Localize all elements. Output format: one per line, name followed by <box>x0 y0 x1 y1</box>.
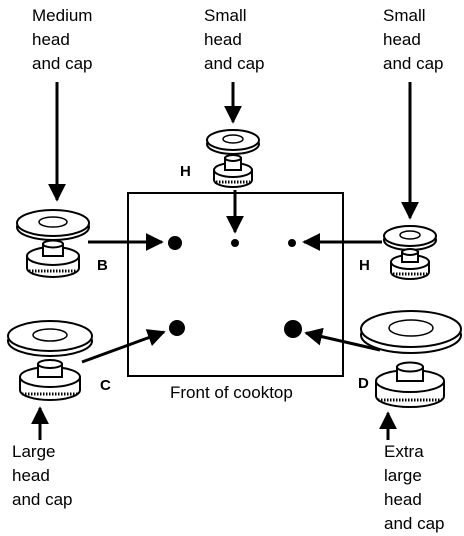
arrow-d-to-burner <box>304 327 381 352</box>
burner-letter-h-right: H <box>359 257 370 274</box>
burner-c-dot <box>169 320 185 336</box>
burner-letter-d: D <box>358 375 369 392</box>
small-cap-right <box>383 225 437 251</box>
label-small-head-and-cap-right: Small head and cap <box>383 6 444 73</box>
label-medium-head-and-cap: Medium head and cap <box>32 6 93 73</box>
burner-letter-h-top: H <box>180 163 191 180</box>
small-head-right <box>390 248 430 280</box>
burner-d-dot <box>284 320 302 338</box>
label-small-head-and-cap-top: Small head and cap <box>204 6 265 73</box>
label-extra-large-head-and-cap: Extra large head and cap <box>384 442 445 533</box>
arrow-c-to-burner <box>81 329 166 364</box>
small-cap-top <box>206 129 260 155</box>
burner-b-dot <box>168 236 182 250</box>
medium-head <box>26 239 80 278</box>
burner-h-top-dot <box>231 239 239 247</box>
extra-large-head <box>375 361 445 408</box>
label-large-head-and-cap: Large head and cap <box>12 442 73 509</box>
extra-large-cap <box>360 310 462 354</box>
large-head <box>19 359 81 401</box>
burner-letter-c: C <box>100 377 111 394</box>
burner-h-right-dot <box>288 239 296 247</box>
small-head-top <box>213 154 253 188</box>
burner-letter-b: B <box>97 257 108 274</box>
medium-cap <box>16 209 90 241</box>
label-front-of-cooktop: Front of cooktop <box>170 383 293 402</box>
large-cap <box>7 320 93 357</box>
